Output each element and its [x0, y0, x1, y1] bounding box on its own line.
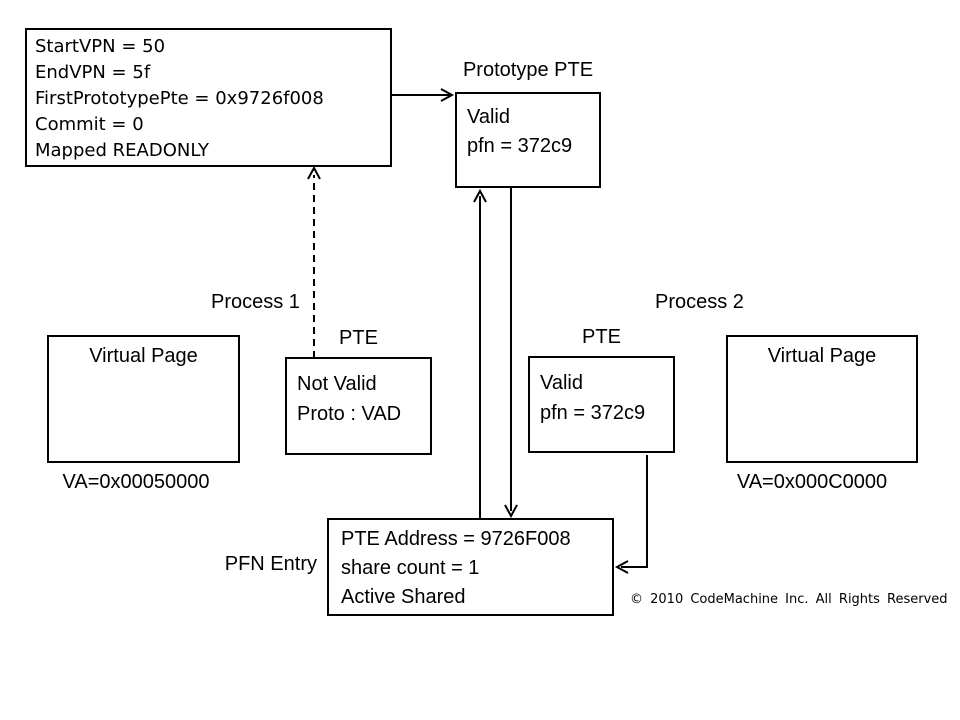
vad-mapped: Mapped READONLY — [35, 140, 209, 161]
process1-pte-box: Not Valid Proto : VAD — [285, 357, 432, 455]
vad-startvpn: StartVPN = 50 — [35, 36, 166, 57]
copyright-notice: © 2010 CodeMachine Inc. All Rights Reser… — [630, 592, 948, 607]
pfn-state: Active Shared — [341, 586, 466, 608]
pfn-pte-address: PTE Address = 9726F008 — [341, 528, 571, 550]
prototype-pte-label: Prototype PTE — [462, 59, 594, 81]
vad-box: StartVPN = 50 EndVPN = 5f FirstPrototype… — [25, 28, 392, 167]
process1-label: Process 1 — [211, 291, 300, 313]
pfn-share-count: share count = 1 — [341, 557, 480, 579]
process2-pte-pfn: pfn = 372c9 — [540, 402, 646, 424]
vad-firstprototypepte: FirstPrototypePte = 0x9726f008 — [35, 88, 324, 109]
prototype-pte-box: Valid pfn = 372c9 — [455, 92, 601, 188]
process2-virtual-page-box: Virtual Page — [726, 335, 918, 463]
process1-virtual-page-title: Virtual Page — [89, 345, 198, 367]
process1-pte-proto: Proto : VAD — [297, 403, 402, 425]
process1-va-label: VA=0x00050000 — [62, 471, 210, 493]
process2-label: Process 2 — [655, 291, 744, 313]
pfn-entry-label: PFN Entry — [224, 553, 317, 575]
prototype-pte-pfn: pfn = 372c9 — [467, 135, 573, 157]
process2-virtual-page-title: Virtual Page — [767, 345, 877, 367]
arrow-prototype-pte-to-pfn — [504, 188, 518, 519]
vad-endvpn: EndVPN = 5f — [35, 62, 151, 83]
process2-pte-box: Valid pfn = 372c9 — [528, 356, 675, 453]
process1-virtual-page-box: Virtual Page — [47, 335, 240, 463]
process2-va-label: VA=0x000C0000 — [736, 471, 888, 493]
prototype-pte-valid: Valid — [467, 106, 510, 128]
process1-pte-state: Not Valid — [297, 373, 377, 395]
pfn-entry-box: PTE Address = 9726F008 share count = 1 A… — [327, 518, 614, 616]
vad-commit: Commit = 0 — [35, 114, 144, 135]
process2-pte-state: Valid — [540, 372, 583, 394]
process2-pte-label: PTE — [582, 326, 621, 348]
arrow-pte2-to-pfn — [614, 455, 648, 574]
process1-pte-label: PTE — [339, 327, 378, 349]
arrow-pfn-to-prototype-pte — [473, 188, 487, 518]
